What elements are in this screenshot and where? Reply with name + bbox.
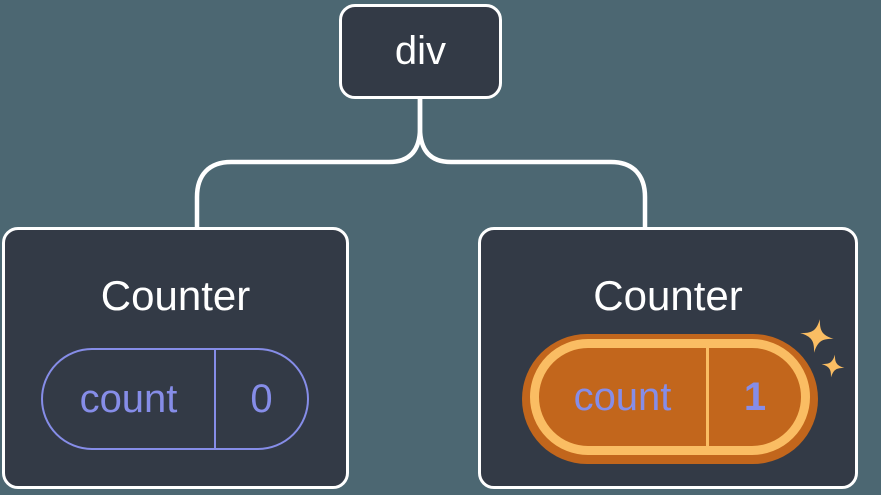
state-value: 1 [743,374,767,419]
pill-divider [706,348,709,446]
state-pill-left: count 0 [41,348,309,450]
state-name-label: count [79,376,178,421]
root-node-div: div [339,4,502,99]
connector-left-branch [194,97,423,229]
state-pill-right: count 1 [530,339,810,455]
counter-title: Counter [593,272,743,319]
state-pill-highlight-ring: count 1 [522,334,818,464]
counter-card-left: Counter count 0 [2,227,349,489]
state-name-label: count [573,374,672,419]
pill-divider [214,350,216,448]
state-value: 0 [250,376,273,421]
counter-title: Counter [100,272,251,319]
root-node-label: div [394,29,447,73]
counter-card-right: Counter count 1 [478,227,858,489]
connector-right-branch [417,97,648,229]
